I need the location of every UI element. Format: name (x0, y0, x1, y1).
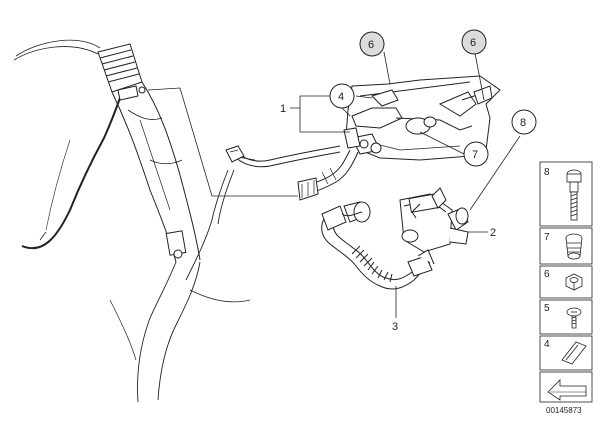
callout-number-6a: 6 (368, 39, 374, 51)
callout-number-4: 4 (338, 91, 344, 103)
leader-lines-left (147, 87, 298, 197)
parts-legend (539, 161, 593, 403)
vent-hose-assembly (321, 201, 435, 290)
fuel-filler-neck (13, 39, 251, 403)
callout-number-6b: 6 (470, 37, 476, 49)
purge-hose-upper (297, 149, 359, 201)
callout-6-top-right: 6 (461, 29, 487, 55)
screw-icon (566, 307, 582, 329)
callout-number-2: 2 (490, 227, 496, 239)
legend-label-5: 5 (544, 303, 550, 314)
rubber-grommet-icon (565, 233, 583, 260)
callout-8: 8 (511, 109, 537, 135)
callout-4: 4 (329, 83, 355, 109)
callout-number-3: 3 (392, 321, 398, 333)
callout-number-8: 8 (520, 117, 526, 129)
legend-label-6: 6 (544, 269, 550, 280)
callout-1: 1 (280, 103, 286, 115)
arrow-pointer-icon (547, 379, 587, 401)
legend-labels: 8 7 6 5 4 (544, 167, 550, 350)
callout-3: 3 (392, 321, 398, 333)
hex-nut-icon (565, 273, 583, 291)
callout-7: 7 (463, 141, 489, 167)
rubber-pad-icon (561, 341, 587, 365)
image-number: 00145873 (546, 406, 582, 415)
callout-2: 2 (490, 227, 496, 239)
legend-label-7: 7 (544, 232, 550, 243)
callout-number-1: 1 (280, 103, 286, 115)
legend-label-8: 8 (544, 167, 550, 178)
bolt-with-cap-icon (566, 169, 582, 221)
breather-line-mid (185, 145, 341, 281)
callout-6-top-left: 6 (359, 31, 385, 57)
callout-number-7: 7 (472, 149, 478, 161)
legend-label-4: 4 (544, 339, 550, 350)
tank-vent-valve (399, 187, 469, 253)
callout-leaders (290, 47, 521, 318)
